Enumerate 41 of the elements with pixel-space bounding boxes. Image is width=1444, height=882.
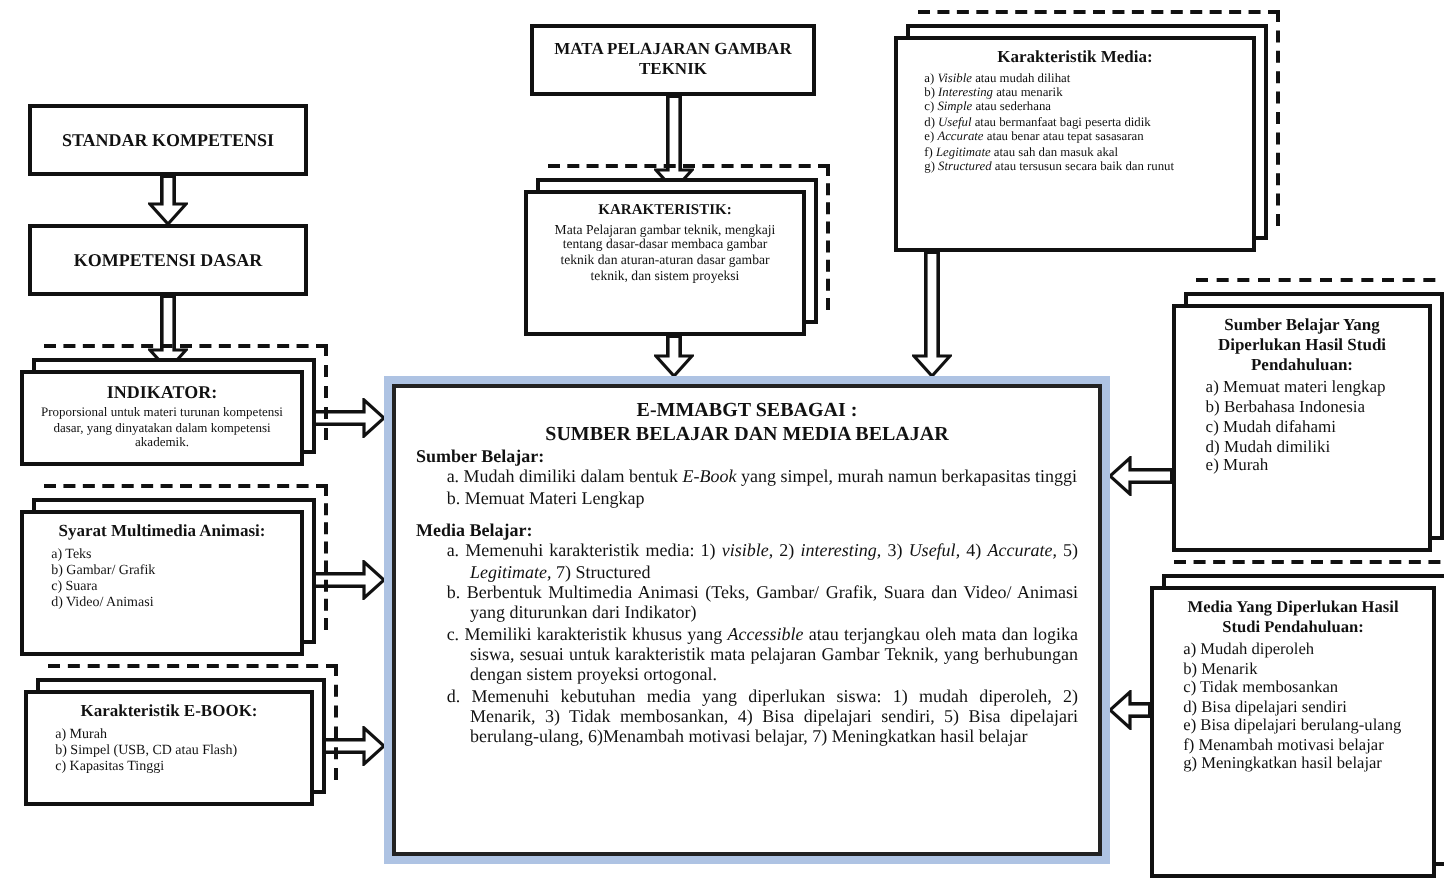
box-heading: Karakteristik Media: (995, 48, 1155, 68)
list-item: a) Mudah diperoleh (1181, 640, 1317, 660)
process-box (1172, 304, 1432, 552)
box-heading: Sumber Belajar Yang Diperlukan Hasil Studi Pendahuluan: (1215, 316, 1389, 375)
process-box (894, 36, 1256, 252)
box-title: KOMPETENSI DASAR (73, 249, 263, 271)
list-item: c) Mudah difahami (1203, 417, 1338, 438)
list-item: c) Tidak membosankan (1181, 678, 1341, 698)
process-box (524, 190, 806, 336)
list-item: d) Mudah dimiliki (1203, 437, 1333, 457)
list-item: b. Memuat Materi Lengkap (444, 487, 647, 509)
box-title: STANDAR KOMPETENSI (61, 129, 275, 151)
box-heading: INDIKATOR: (104, 382, 220, 403)
list-item: g) Meningkatkan hasil belajar (1181, 754, 1384, 774)
list-item: b) Berbahasa Indonesia (1203, 398, 1368, 418)
process-box (24, 690, 314, 806)
list-item: d) Bisa dipelajari sendiri (1181, 697, 1349, 717)
box-heading: SUMBER BELAJAR DAN MEDIA BELAJAR (543, 423, 951, 446)
list-item: f) Menambah motivasi belajar (1181, 735, 1386, 755)
box-title: MATA PELAJARAN GAMBAR TEKNIK (552, 40, 794, 80)
list-item: e) Bisa dipelajari berulang-ulang (1181, 716, 1404, 736)
list-item: d. Memenuhi kebutuhan media yang diperlukan siswa: 1) mudah diperoleh, 2) Menarik, 3) Tidak membosankan, 4) Bisa dipelajari sendiri, 5) Bisa dipelajari berulang-ulang, 6)Menambah motivasi belajar, 7) Meningkatkan hasil belajar (444, 685, 1078, 748)
box-heading: Karakteristik E-BOOK: (78, 702, 260, 722)
box-heading: E-MMABGT SEBAGAI : (634, 400, 860, 423)
process-box (28, 224, 308, 296)
summary-box (384, 376, 1110, 864)
process-box (20, 510, 304, 656)
section-heading: Sumber Belajar: (416, 446, 547, 467)
list-item: b. Berbentuk Multimedia Animasi (Teks, Gambar/ Grafik, Suara dan Video/ Animasi yang diturunkan dari Indikator) (444, 582, 1078, 624)
list-item: e) Murah (1203, 456, 1271, 477)
process-box (530, 24, 816, 96)
process-box (20, 370, 304, 466)
list-item: a. Mudah dimiliki dalam bentuk E-Book yang simpel, murah namun berkapasitas tinggi (444, 466, 1078, 488)
list-item: c. Memiliki karakteristik khusus yang Accessible atau terjangkau oleh mata dan logika siswa, sesuai untuk karakteristik mata pelajaran Gambar Teknik, yang berhubungan dengan sistem proyeksi ortogonal. (444, 623, 1078, 686)
box-heading: Media Yang Diperlukan Hasil Studi Pendahuluan: (1185, 598, 1401, 637)
list-item: a) Memuat materi lengkap (1203, 378, 1388, 399)
process-box (1150, 586, 1436, 878)
box-heading: Syarat Multimedia Animasi: (56, 522, 268, 542)
process-box (28, 104, 308, 176)
list-item: b) Menarik (1181, 659, 1260, 679)
section-heading: Media Belajar: (416, 520, 535, 541)
